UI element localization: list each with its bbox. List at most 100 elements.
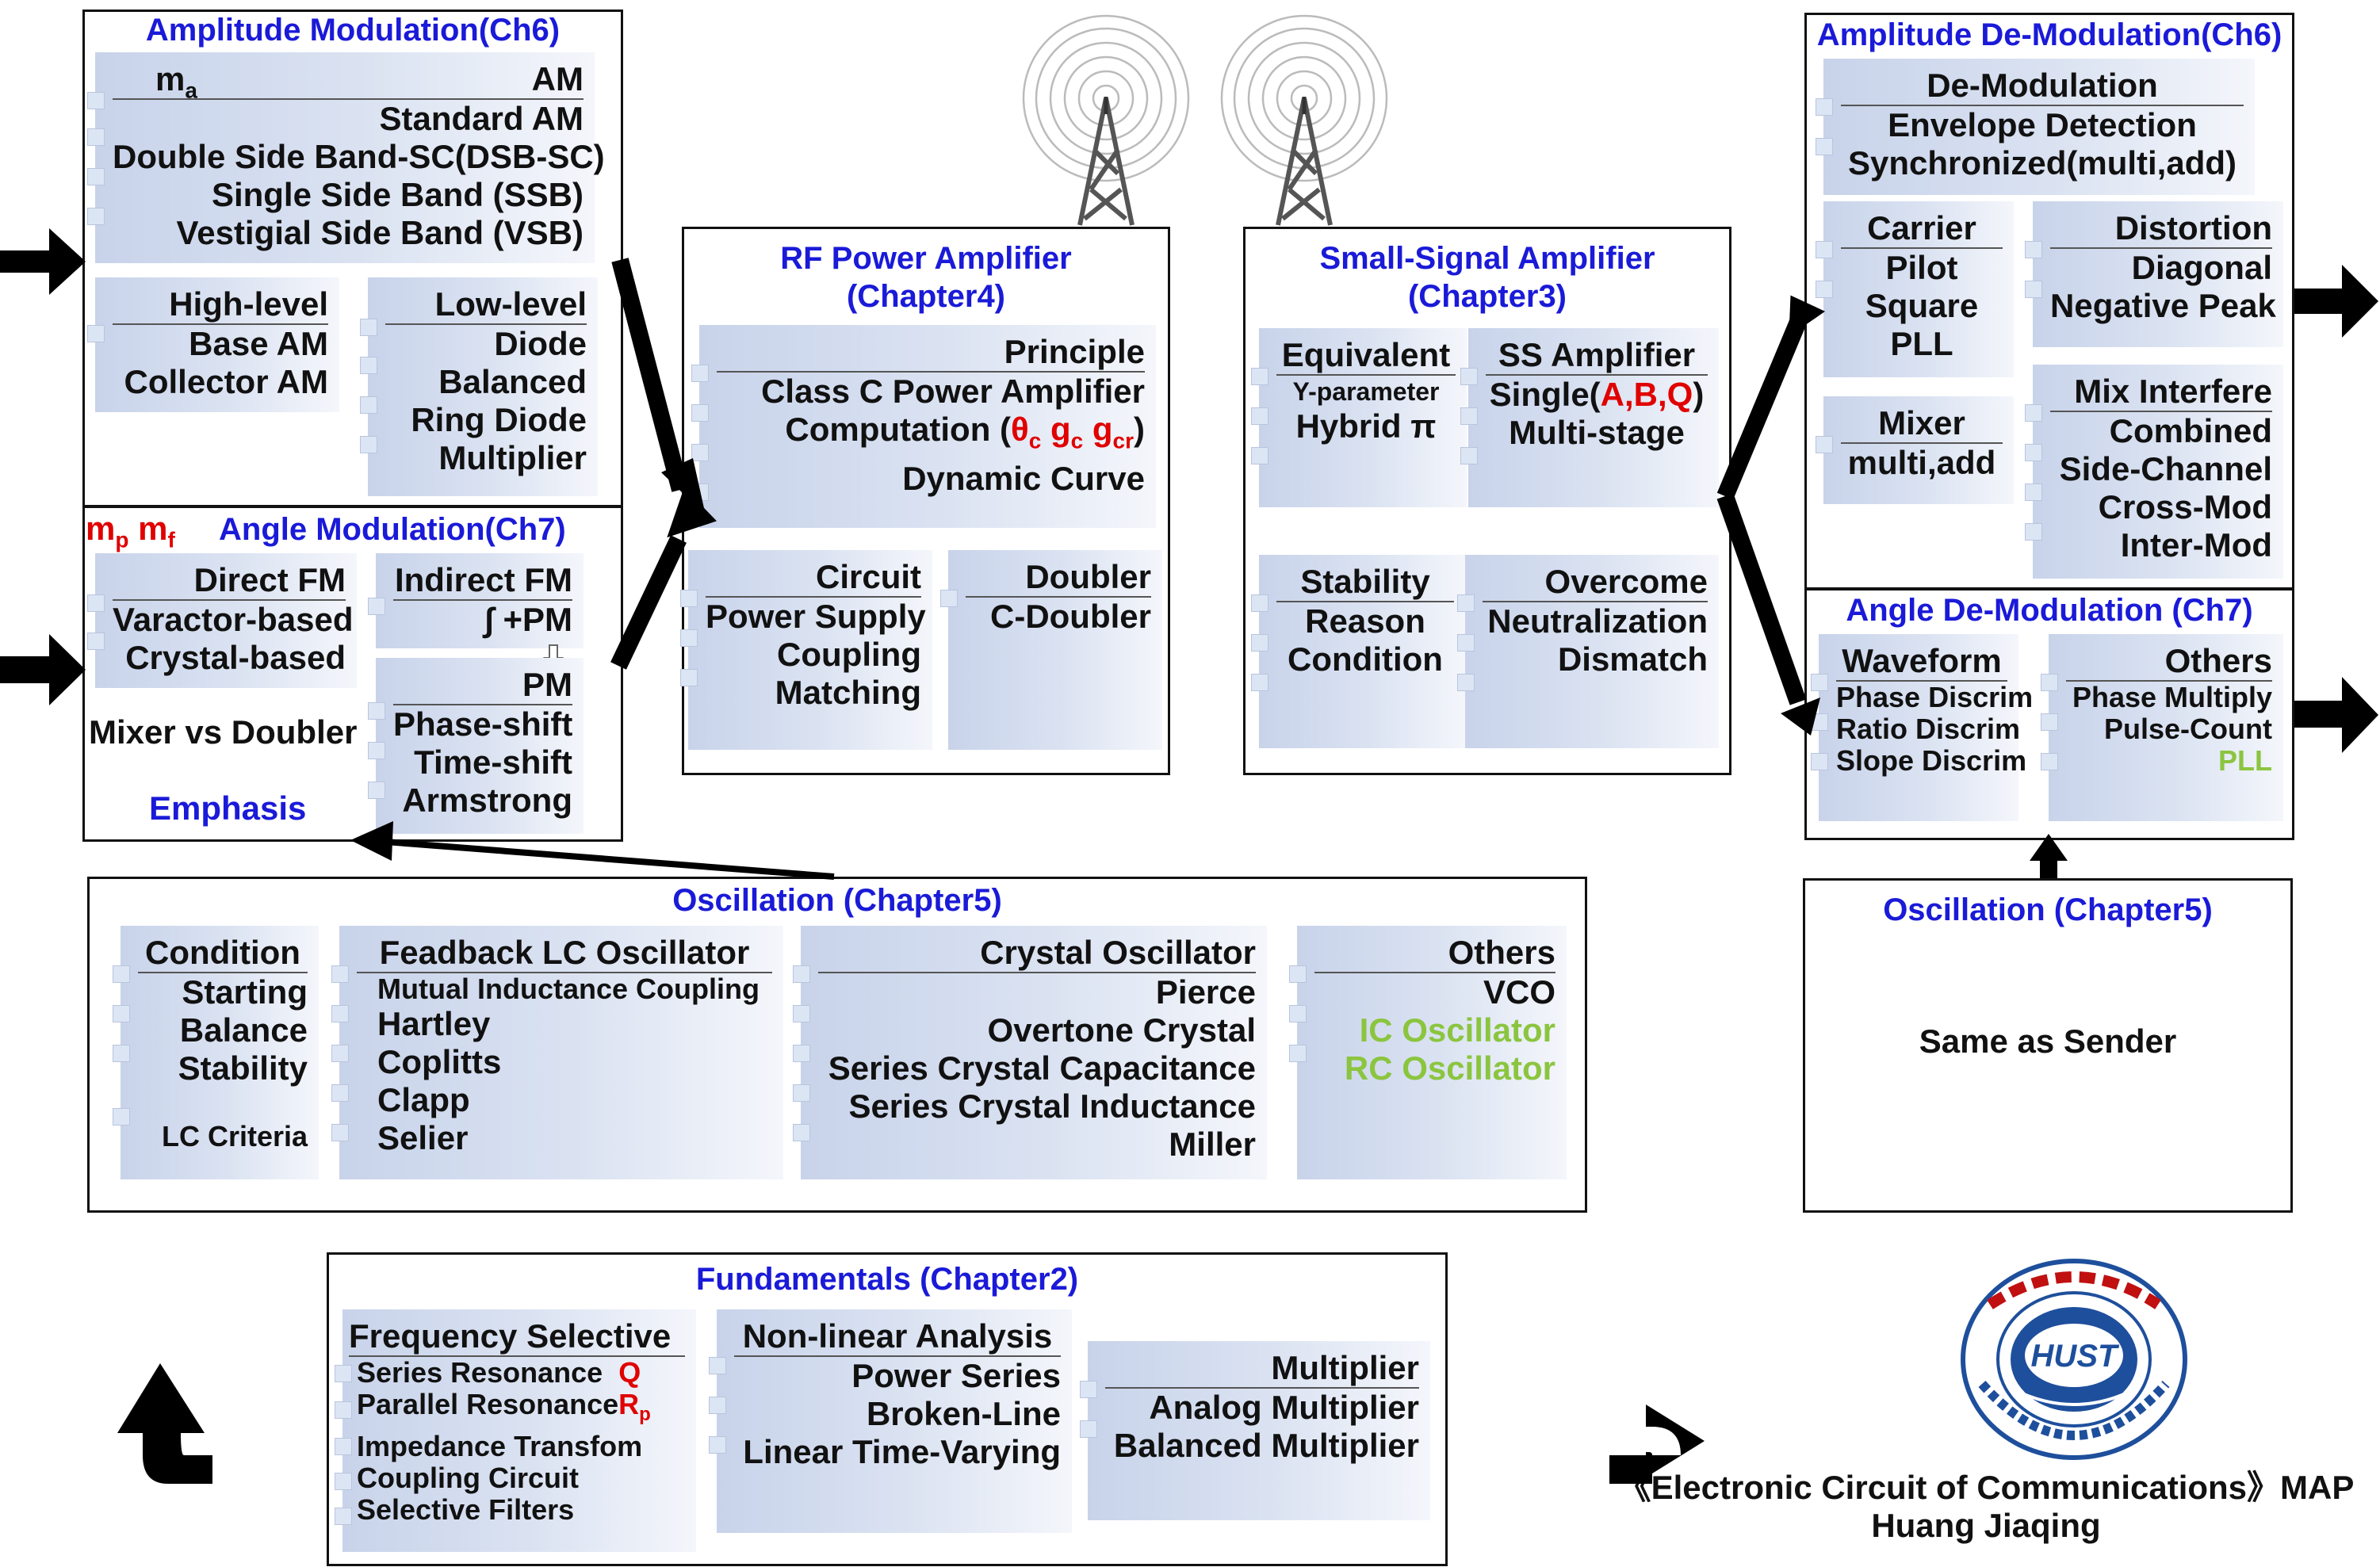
emphasis-label: Emphasis	[149, 789, 307, 827]
overcome-dismatch: Dismatch	[1557, 640, 1708, 678]
amd-distortion-card: Distortion Diagonal Negative Peak	[2025, 201, 2283, 347]
distortion-diagonal: Diagonal	[2131, 249, 2272, 286]
fs-parallel-resonance: Parallel ResonanceRp	[357, 1388, 651, 1426]
nl-power-series: Power Series	[851, 1357, 1061, 1394]
overcome-title: Overcome	[1483, 563, 1708, 602]
osc-feedback-card: Feadback LC Oscillator Mutual Inductance…	[331, 926, 783, 1179]
amd-mixer-card: Mixer multi,add	[1816, 396, 2014, 504]
fund-title: Fundamentals (Chapter2)	[695, 1262, 1079, 1297]
am-high-card: High-level Base AM Collector AM	[87, 277, 339, 412]
ss-amp-multistage: Multi-stage	[1509, 414, 1685, 451]
demod-title: De-Modulation	[1841, 67, 2244, 106]
rf-title: RF Power Amplifier(Chapter4)	[780, 241, 1072, 314]
osc2-title: Oscillation (Chapter5)	[1883, 892, 2213, 927]
mixer-title: Mixer	[1841, 404, 2003, 444]
others-rc-oscillator: RC Oscillator	[1344, 1049, 1555, 1087]
feedback-title: Feadback LC Oscillator	[357, 934, 772, 973]
antenna-tower-icon	[1022, 14, 1190, 226]
wave-phase-discrim: Phase Discrim	[1836, 681, 2034, 713]
am-type-dsb: Double Side Band-SC(DSB-SC)	[113, 138, 605, 175]
osc-crystal-card: Crystal Oscillator Pierce Overtone Cryst…	[793, 926, 1267, 1179]
mix-side-channel: Side-Channel	[2059, 450, 2272, 487]
overcome-neutralization: Neutralization	[1487, 602, 1708, 640]
high-item-collector: Collector AM	[124, 363, 328, 400]
ss-amp-title: SS Amplifier	[1486, 336, 1708, 376]
crystal-title: Crystal Oscillator	[818, 934, 1256, 973]
waveform-title: Waveform	[1836, 642, 2007, 682]
principle-computation: Computation (θc gc gcr)	[785, 411, 1145, 453]
footer-title: 《Electronic Circuit of Communications》MA…	[1617, 1469, 2355, 1506]
rf-principle-card: Principle Class C Power Amplifier Comput…	[691, 325, 1156, 528]
am-header: ma AM	[113, 60, 584, 102]
others-vco: VCO	[1483, 973, 1555, 1011]
doubler-c-doubler: C-Doubler	[990, 598, 1151, 635]
pm-item-time-shift: Time-shift	[414, 743, 572, 781]
circuit-title: Circuit	[706, 558, 921, 598]
mixer-vs-doubler: Mixer vs Doubler	[89, 713, 358, 751]
crystal-series-capacitance: Series Crystal Capacitance	[828, 1049, 1256, 1087]
rf-circuit-card: Circuit Power Supply Coupling Matching	[680, 550, 932, 750]
low-item-multiplier: Multiplier	[438, 439, 587, 476]
mix-inter-mod: Inter-Mod	[2120, 526, 2272, 564]
feedback-clapp: Clapp	[377, 1081, 470, 1118]
am-type-vsb: Vestigial Side Band (VSB)	[176, 214, 584, 251]
condition-lc-criteria: LC Criteria	[161, 1120, 308, 1152]
stability-reason: Reason	[1305, 602, 1425, 640]
others-pll: PLL	[2218, 744, 2272, 777]
wave-slope-discrim: Slope Discrim	[1836, 744, 2027, 777]
osc2-panel	[1803, 878, 2293, 1213]
high-level-title: High-level	[113, 285, 328, 325]
antenna-tower-icon	[1220, 14, 1388, 226]
demod-synchronized: Synchronized(multi,add)	[1847, 144, 2237, 182]
nl-broken-line: Broken-Line	[866, 1395, 1061, 1432]
svg-text:HUST: HUST	[2031, 1339, 2120, 1374]
indirect-item-integral-pm: ∫ +PM	[484, 601, 572, 638]
feedback-hartley: Hartley	[377, 1005, 491, 1042]
distortion-negative-peak: Negative Peak	[2050, 287, 2276, 324]
low-item-diode: Diode	[494, 325, 587, 362]
circuit-coupling: Coupling	[777, 636, 921, 673]
ma-symbol: ma	[155, 60, 197, 103]
angd-others-card: Others Phase Multiply Pulse-Count PLL	[2041, 634, 2283, 821]
carrier-pll: PLL	[1890, 325, 1953, 362]
fund-fs-card: Frequency Selective Series Resonance Q P…	[335, 1309, 696, 1552]
fs-title: Frequency Selective	[349, 1317, 685, 1357]
input-arrow-icon	[0, 634, 86, 705]
demod-envelope: Envelope Detection	[1888, 106, 2197, 143]
doubler-title: Doubler	[966, 558, 1151, 598]
osc-others-card: Others VCO IC Oscillator RC Oscillator	[1289, 926, 1567, 1179]
direct-fm-card: Direct FM Varactor-based Crystal-based	[87, 553, 357, 688]
amd-mix-interfere-card: Mix Interfere Combined Side-Channel Cros…	[2025, 365, 2283, 579]
amd-carrier-card: Carrier Pilot Square PLL	[1816, 201, 2014, 377]
condition-title: Condition	[138, 934, 308, 973]
output-arrow-icon	[2294, 677, 2378, 753]
mix-combined: Combined	[2109, 412, 2272, 449]
angd-title: Angle De-Modulation (Ch7)	[1846, 593, 2253, 628]
mp-mf-symbols: mp mf	[86, 510, 175, 552]
am-type-ssb: Single Side Band (SSB)	[211, 176, 584, 213]
input-arrow-icon	[0, 228, 86, 295]
low-item-balanced: Balanced	[438, 363, 587, 400]
equiv-y-parameter: Y-parameter	[1292, 377, 1440, 406]
crystal-miller: Miller	[1169, 1126, 1256, 1163]
distortion-title: Distortion	[2050, 209, 2272, 249]
carrier-title: Carrier	[1841, 209, 2003, 249]
direct-item-crystal: Crystal-based	[125, 639, 346, 676]
crystal-series-inductance: Series Crystal Inductance	[848, 1087, 1256, 1125]
principle-class-c: Class C Power Amplifier	[761, 373, 1145, 410]
footer-author: Huang Jiaqing	[1871, 1507, 2101, 1544]
am-type-standard: Standard AM	[379, 100, 584, 137]
fund-nl-card: Non-linear Analysis Power Series Broken-…	[709, 1309, 1072, 1533]
angle-title: Angle Modulation(Ch7)	[219, 512, 566, 547]
amd-title: Amplitude De-Modulation(Ch6)	[1816, 17, 2282, 52]
ss-equiv-card: Equivalent Y-parameter Hybrid π	[1251, 328, 1467, 507]
mixer-multi-add: multi,add	[1847, 444, 1996, 481]
equiv-hybrid-pi: Hybrid π	[1295, 407, 1437, 445]
carrier-square: Square	[1865, 287, 1979, 324]
fs-selective-filters: Selective Filters	[357, 1493, 575, 1527]
condition-balance: Balance	[179, 1011, 308, 1049]
circuit-matching: Matching	[775, 674, 921, 711]
indirect-fm-title: Indirect FM	[393, 561, 572, 601]
fs-impedance: Impedance Transfom	[357, 1430, 643, 1463]
